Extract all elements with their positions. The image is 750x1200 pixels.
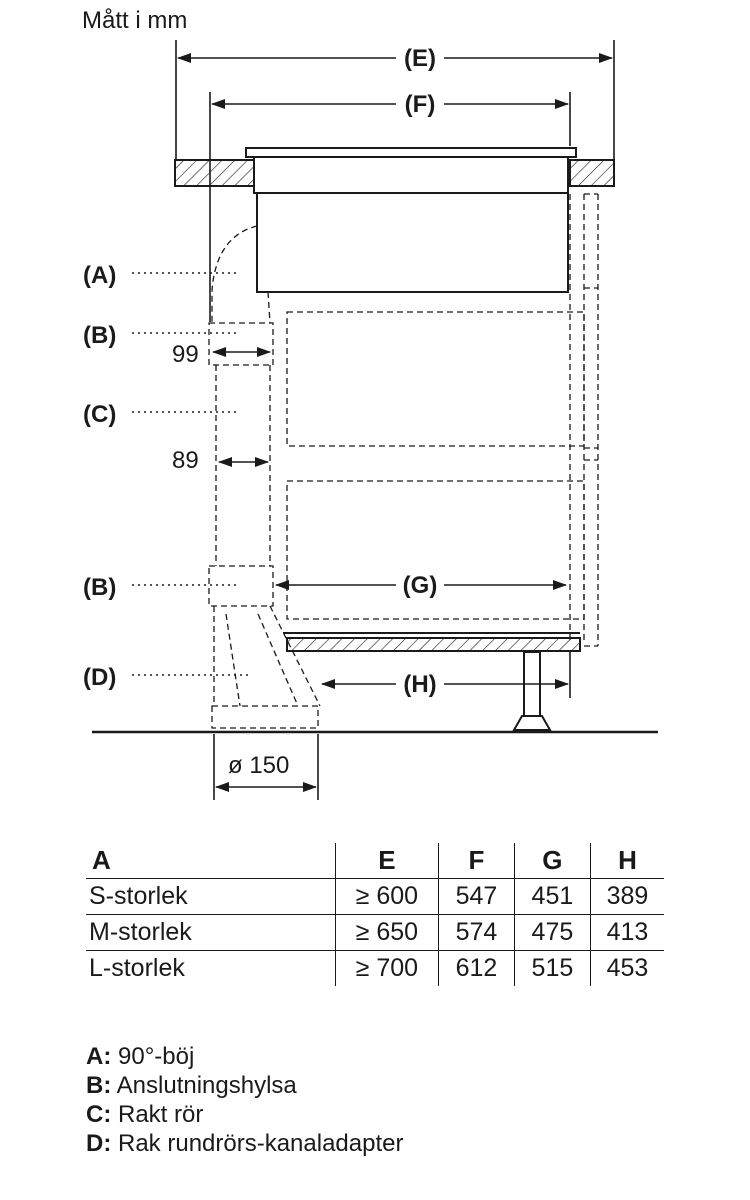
measure-89: 89 [172, 447, 199, 474]
legend-item: C: Rakt rör [86, 1100, 403, 1129]
table-header: H [589, 843, 664, 879]
table-cell: 389 [589, 878, 664, 915]
table-cell: M-storlek [86, 914, 336, 951]
drawer-lower [286, 480, 585, 620]
drawer-upper [286, 311, 585, 447]
label-e: (E) [404, 45, 436, 72]
table-cell: ≥ 700 [334, 950, 439, 986]
legend-key: A: [86, 1043, 112, 1070]
installation-diagram: Mått i mm (E) (F) (A) (B) 99 [82, 7, 658, 800]
callout-a: (A) [83, 262, 116, 289]
label-h: (H) [403, 671, 436, 698]
legend-text: Rak rundrörs-kanaladapter [118, 1130, 404, 1157]
callout-c: (C) [83, 401, 116, 428]
table-cell: 612 [437, 950, 515, 986]
callout-b-upper: (B) [83, 322, 116, 349]
duct-adapter [213, 605, 321, 707]
table-header: E [334, 843, 439, 879]
table-header: F [437, 843, 515, 879]
measure-99: 99 [172, 341, 199, 368]
table-cell: 515 [513, 950, 591, 986]
table-row: S-storlek ≥ 600 547 451 389 [86, 878, 664, 915]
table-cell: L-storlek [86, 950, 336, 986]
worktop-left [174, 159, 258, 187]
table-cell: S-storlek [86, 878, 336, 915]
table-row: L-storlek ≥ 700 612 515 453 [86, 950, 664, 986]
table-cell: 547 [437, 878, 515, 915]
table-cell: 451 [513, 878, 591, 915]
hob-top [245, 147, 577, 158]
table-cell: 574 [437, 914, 515, 951]
measure-diameter: ø 150 [228, 752, 289, 779]
label-f: (F) [405, 91, 436, 118]
legend-item: B: Anslutningshylsa [86, 1071, 403, 1100]
table-cell: ≥ 600 [334, 878, 439, 915]
duct-bend [211, 225, 258, 323]
worktop-right [569, 159, 615, 187]
hob-body [256, 192, 569, 293]
legend-item: D: Rak rundrörs-kanaladapter [86, 1129, 403, 1158]
legend-key: D: [86, 1130, 112, 1157]
legend-key: C: [86, 1101, 112, 1128]
legend-item: A: 90°-böj [86, 1042, 403, 1071]
legend-key: B: [86, 1072, 112, 1099]
label-g: (G) [403, 572, 438, 599]
duct-sleeve-lower [208, 565, 274, 607]
table-cell: ≥ 650 [334, 914, 439, 951]
duct-sleeve-upper [208, 322, 274, 366]
table-row: M-storlek ≥ 650 574 475 413 [86, 914, 664, 951]
callout-b-lower: (B) [83, 574, 116, 601]
legend-text: Anslutningshylsa [116, 1072, 297, 1099]
table-header: G [513, 843, 591, 879]
callout-d: (D) [83, 664, 116, 691]
legend-text: 90°-böj [118, 1043, 195, 1070]
table-cell: 413 [589, 914, 664, 951]
size-table: A E F G H S-storlek ≥ 600 547 451 389 M-… [86, 843, 664, 986]
table-cell: 453 [589, 950, 664, 986]
cabinet-base [286, 637, 581, 652]
table-header: A [92, 845, 111, 875]
cabinet-leg [523, 651, 541, 719]
legend: A: 90°-böj B: Anslutningshylsa C: Rakt r… [86, 1042, 403, 1158]
caption: Mått i mm [82, 7, 187, 34]
legend-text: Rakt rör [118, 1101, 204, 1128]
table-cell: 475 [513, 914, 591, 951]
